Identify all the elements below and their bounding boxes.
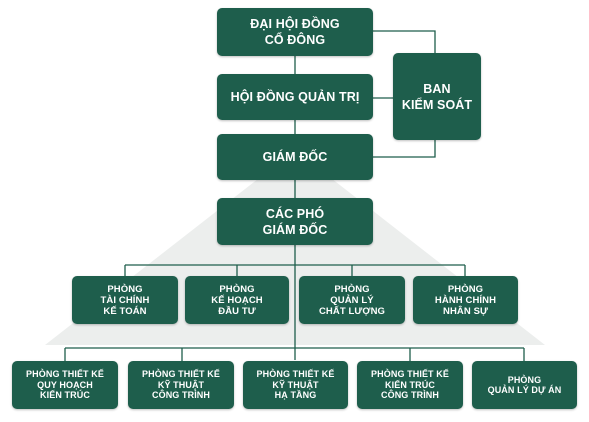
node-phong-hanh-chinh-nhan-su: PHÒNG HÀNH CHÍNH NHÂN SỰ [413,276,518,324]
node-dai-hoi-dong-co-dong: ĐẠI HỘI ĐỒNG CỔ ĐÔNG [217,8,373,56]
node-hoi-dong-quan-tri: HỘI ĐỒNG QUẢN TRỊ [217,74,373,120]
node-phong-thiet-ke-kien-truc-cong-trinh: PHÒNG THIẾT KẾ KIẾN TRÚC CÔNG TRÌNH [357,361,463,409]
connector-line [373,30,436,53]
node-phong-thiet-ke-quy-hoach-kien-truc: PHÒNG THIẾT KẾ QUY HOẠCH KIẾN TRÚC [12,361,118,409]
node-phong-ke-hoach-dau-tu: PHÒNG KẾ HOẠCH ĐẦU TƯ [185,276,289,324]
node-cac-pho-giam-doc: CÁC PHÓ GIÁM ĐỐC [217,198,373,245]
node-ban-kiem-soat: BAN KIỂM SOÁT [393,53,481,140]
node-phong-quan-ly-chat-luong: PHÒNG QUẢN LÝ CHẤT LƯỢNG [299,276,405,324]
node-phong-thiet-ke-ky-thuat-ha-tang: PHÒNG THIẾT KẾ KỸ THUẬT HẠ TẦNG [243,361,348,409]
connector-line [373,140,436,158]
node-phong-thiet-ke-ky-thuat-cong-trinh: PHÒNG THIẾT KẾ KỸ THUẬT CÔNG TRÌNH [128,361,234,409]
node-giam-doc: GIÁM ĐỐC [217,134,373,180]
node-phong-tai-chinh-ke-toan: PHÒNG TÀI CHÍNH KẾ TOÁN [72,276,178,324]
node-phong-quan-ly-du-an: PHÒNG QUẢN LÝ DỰ ÁN [472,361,577,409]
